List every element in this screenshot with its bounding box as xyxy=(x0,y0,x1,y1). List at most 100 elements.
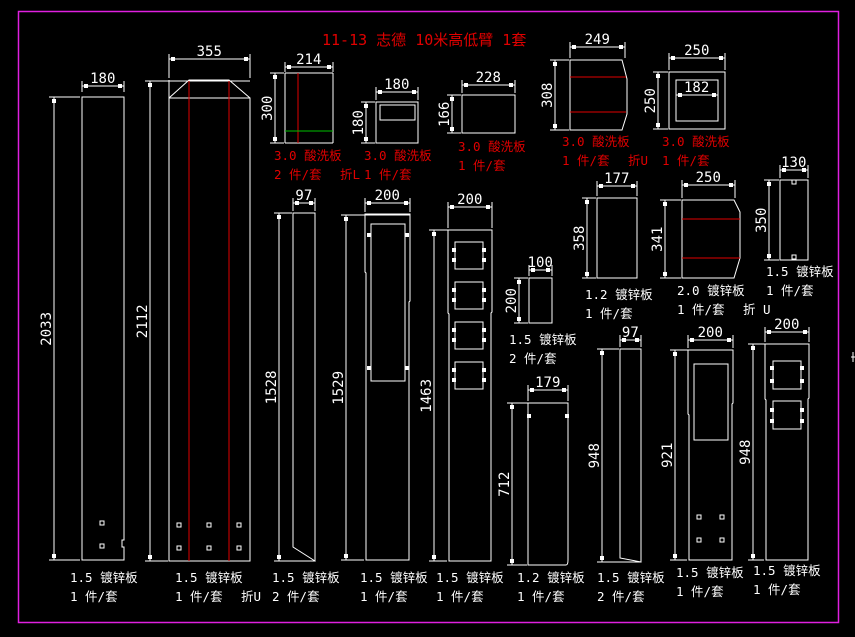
height-dimension: 200 xyxy=(504,288,520,313)
width-dimension-line xyxy=(461,80,516,93)
width-dimension: 250 xyxy=(696,170,721,186)
outline xyxy=(528,277,553,324)
dim-tick xyxy=(767,182,771,186)
part-200x948: 200 948 1.5 镀锌板 1 件/套 xyxy=(738,317,821,597)
dim-tick xyxy=(452,288,456,292)
material-label: 2.0 镀锌板 xyxy=(677,283,745,298)
dim-tick xyxy=(452,378,456,382)
inner-dimension: 182 xyxy=(684,80,709,96)
width-dimension: 177 xyxy=(604,171,629,187)
material-label: 1.5 镀锌板 xyxy=(175,570,243,585)
dim-tick xyxy=(619,45,623,49)
dim-tick xyxy=(148,555,152,559)
dim-tick xyxy=(673,554,677,558)
dim-tick xyxy=(727,338,731,342)
height-dimension: 250 xyxy=(643,88,659,113)
dim-tick xyxy=(510,405,514,409)
dim-tick xyxy=(678,93,682,97)
dim-tick xyxy=(482,328,486,332)
dim-tick xyxy=(600,351,604,355)
fold-note: 折U xyxy=(241,589,261,604)
outline xyxy=(147,80,250,98)
part-249x308: 2493083.0 酸洗板1 件/套折U xyxy=(540,32,648,168)
dim-tick xyxy=(482,378,486,382)
width-dimension: 179 xyxy=(535,375,560,391)
dim-tick xyxy=(118,84,122,88)
material-label: 3.0 酸洗板 xyxy=(364,148,432,163)
quantity-label: 1 件/套 xyxy=(676,584,724,599)
cutout xyxy=(454,321,484,350)
outline xyxy=(600,348,642,563)
dim-tick xyxy=(631,184,635,188)
width-dimension: 200 xyxy=(375,188,400,204)
quantity-label: 1 件/套 xyxy=(766,283,814,298)
outline xyxy=(527,402,569,566)
quantity-label: 1 件/套 xyxy=(360,589,408,604)
height-dimension: 1529 xyxy=(331,371,347,405)
height-dimension-line xyxy=(748,343,764,561)
quantity-label: 1 件/套 xyxy=(562,153,610,168)
fold-note: 折U xyxy=(628,153,648,168)
dim-tick xyxy=(367,201,371,205)
hole xyxy=(176,522,182,528)
part-250x341: 2503412.0 镀锌板1 件/套折 U xyxy=(650,170,771,317)
material-label: 1.5 镀锌板 xyxy=(509,332,577,347)
quantity-label: 1 件/套 xyxy=(753,582,801,597)
height-dimension: 358 xyxy=(572,226,588,251)
hole xyxy=(99,520,105,526)
dim-tick xyxy=(572,45,576,49)
dim-tick xyxy=(782,168,786,172)
dim-tick xyxy=(482,338,486,342)
hole xyxy=(719,514,725,520)
outline xyxy=(687,349,734,561)
dim-tick xyxy=(450,205,454,209)
height-dimension-line xyxy=(670,349,687,561)
dim-tick xyxy=(663,272,667,276)
height-dimension-line xyxy=(514,277,528,324)
height-dimension: 921 xyxy=(660,443,676,468)
width-dimension: 355 xyxy=(197,44,222,60)
height-dimension-line xyxy=(341,214,364,561)
height-dimension: 948 xyxy=(587,443,603,468)
height-dimension-line xyxy=(270,72,284,144)
dim-tick xyxy=(553,124,557,128)
height-dimension-line xyxy=(597,348,619,563)
dim-tick xyxy=(378,90,382,94)
height-dimension-line xyxy=(764,179,779,261)
width-dimension-line xyxy=(284,62,334,72)
dim-tick xyxy=(482,258,486,262)
dim-tick xyxy=(405,233,409,237)
dim-tick xyxy=(517,280,521,284)
width-dimension: 200 xyxy=(774,317,799,333)
dim-tick xyxy=(52,554,56,558)
dim-tick xyxy=(364,104,368,108)
dim-tick xyxy=(450,97,454,101)
outline xyxy=(764,343,810,561)
dim-tick xyxy=(327,65,331,69)
height-dimension-line xyxy=(447,94,461,134)
hole xyxy=(206,545,212,551)
dim-tick xyxy=(412,90,416,94)
height-dimension: 948 xyxy=(738,440,754,465)
quantity-label: 2 件/套 xyxy=(272,589,320,604)
height-dimension: 308 xyxy=(540,83,556,108)
cutout xyxy=(454,361,484,390)
dim-tick xyxy=(148,83,152,87)
outline xyxy=(284,72,334,144)
width-dimension-line xyxy=(668,53,726,70)
dim-tick xyxy=(684,183,688,187)
quantity-label: 1 件/套 xyxy=(458,158,506,173)
width-dimension: 228 xyxy=(476,70,501,86)
outline xyxy=(447,229,493,562)
width-dimension: 97 xyxy=(295,188,312,204)
material-label: 1.5 镀锌板 xyxy=(753,563,821,578)
dim-tick xyxy=(287,65,291,69)
height-dimension: 300 xyxy=(260,96,276,121)
width-dimension-line xyxy=(168,54,251,78)
material-label: 1.2 镀锌板 xyxy=(517,570,585,585)
